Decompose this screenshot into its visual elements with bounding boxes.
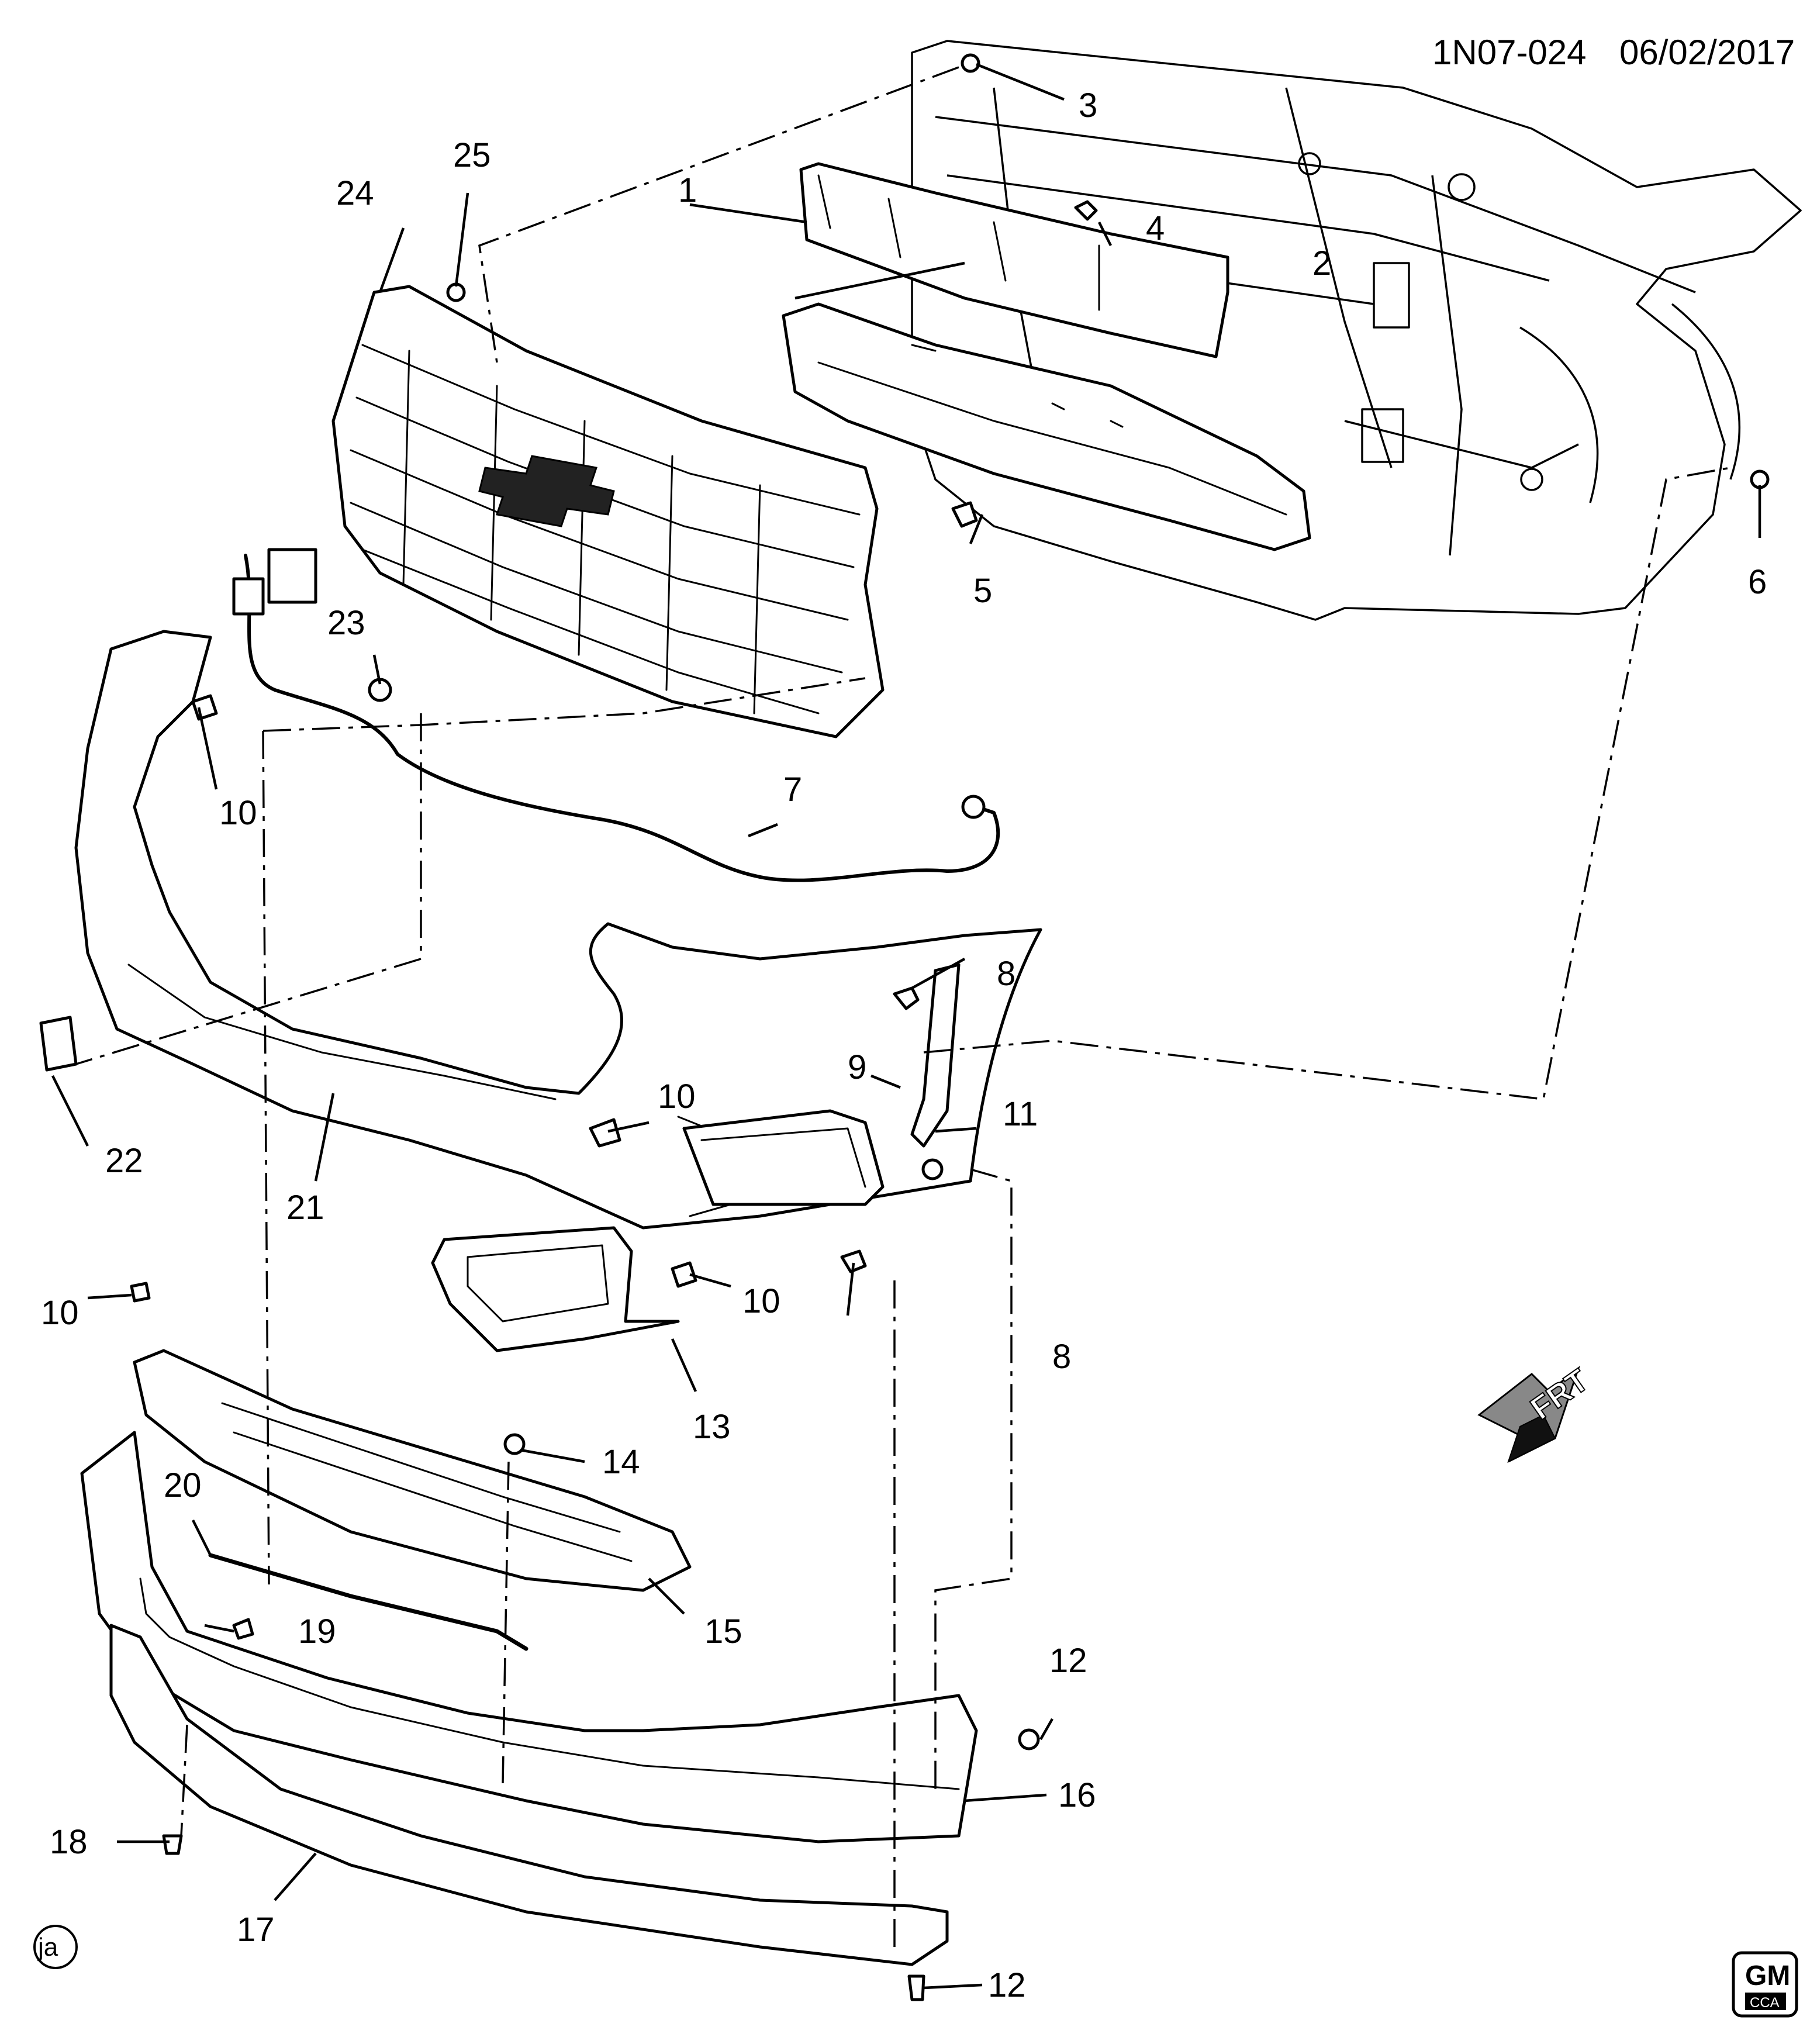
callout-12a: 12	[1049, 1642, 1087, 1680]
callout-17: 17	[237, 1911, 275, 1949]
callout-10a: 10	[219, 794, 257, 832]
callout-22: 22	[105, 1142, 143, 1180]
part-9-bracket	[910, 963, 961, 1148]
callout-2: 2	[1312, 244, 1331, 282]
front-direction-arrow: FRT	[1477, 1362, 1595, 1463]
callout-12b: 12	[988, 1966, 1026, 2004]
part-20-strip	[208, 1553, 528, 1651]
part-16-lower-fascia	[80, 1431, 978, 1843]
callout-19: 19	[298, 1613, 336, 1651]
part-17-skid-plate	[109, 1624, 949, 1966]
gm-logo: GM CCA	[1732, 1951, 1798, 2018]
part-1-lower-absorber	[782, 302, 1311, 551]
callout-18: 18	[50, 1823, 88, 1861]
part-15-lower-grille	[133, 1349, 692, 1592]
callout-20: 20	[164, 1466, 202, 1504]
callout-9: 9	[848, 1048, 866, 1086]
callout-7: 7	[783, 771, 802, 809]
diagram-id: 1N07-024	[1432, 33, 1587, 72]
part-7-harness	[232, 548, 1000, 882]
callout-1: 1	[678, 171, 697, 209]
callout-23: 23	[327, 604, 365, 642]
callout-numbers: 1 2 3 4 5 6 7 8 9 10 10 10 10 11 8 12 12…	[41, 87, 1767, 2004]
gm-logo-sub: CCA	[1750, 1995, 1780, 2011]
alignment-lines	[75, 66, 1731, 1953]
callout-24: 24	[336, 174, 374, 212]
callout-5: 5	[973, 572, 992, 610]
part-21-front-fascia	[74, 630, 1042, 1230]
callout-25: 25	[453, 136, 491, 174]
gm-logo-brand: GM	[1745, 1960, 1790, 1991]
callout-6: 6	[1748, 563, 1767, 601]
callout-3: 3	[1079, 87, 1097, 125]
diagram-date: 06/02/2017	[1619, 33, 1795, 72]
callout-10d: 10	[41, 1294, 79, 1332]
part-24-upper-grille	[331, 285, 885, 738]
callout-14: 14	[602, 1443, 640, 1481]
vehicle-front-structure	[911, 40, 1802, 621]
callout-11: 11	[1003, 1095, 1038, 1133]
leader-lines	[51, 63, 1761, 1990]
callout-16: 16	[1058, 1776, 1096, 1814]
part-22-tow-cover	[39, 1016, 78, 1072]
callout-4: 4	[1146, 209, 1165, 247]
callout-10c: 10	[742, 1282, 780, 1320]
callout-15: 15	[704, 1613, 742, 1651]
callout-8a: 8	[997, 955, 1015, 993]
illustrator-initials: ja	[37, 1933, 58, 1962]
callout-8b: 8	[1052, 1338, 1071, 1376]
callout-21: 21	[286, 1189, 324, 1227]
illustrator-mark: ja	[33, 1925, 78, 1969]
part-2-upper-absorber	[799, 162, 1229, 358]
callout-13: 13	[693, 1408, 731, 1446]
callout-10b: 10	[658, 1078, 696, 1116]
part-13-fog-bezel	[431, 1226, 680, 1352]
